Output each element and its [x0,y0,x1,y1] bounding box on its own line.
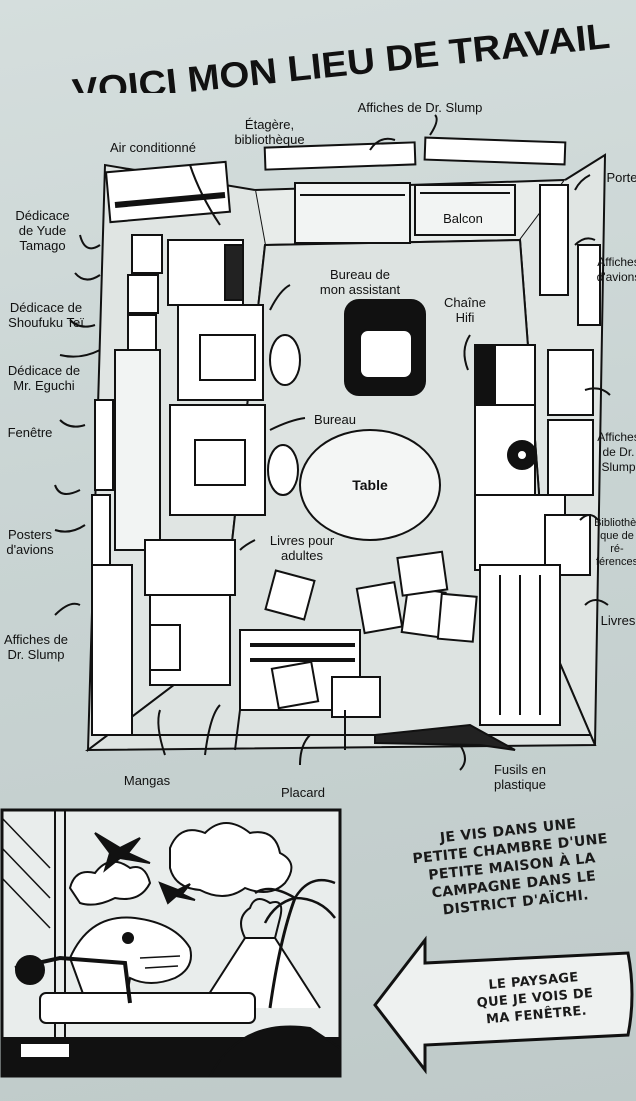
label-balcony: Balcon [443,211,483,226]
label-plane-posters-left: Posters d'avions [6,527,54,557]
poster-right-1 [539,184,569,296]
pterodactyl [158,881,196,905]
magazine [355,581,404,635]
cloud [169,822,293,897]
window-left [114,349,161,551]
air-conditioner [104,160,232,224]
label-mangas: Mangas [123,773,171,788]
label-slump-posters-left: Affiches de Dr. Slump [3,632,69,662]
label-assistant-desk: Bureau de mon assistant [319,267,401,297]
desk-lamp-base [39,992,256,1024]
dedication-eguchi [127,314,157,351]
dedication-shoufuku [127,274,159,314]
dinosaur-head [68,916,192,1015]
label-plane-posters-right: Affiches d'avions [596,255,636,284]
label-door: Porte [606,170,636,185]
magazine [264,569,316,621]
arrow-shape [373,935,634,1075]
page-title: VOICI MON LIEU DE TRAVAIL [60,8,620,112]
label-slump-posters-top: Affiches de Dr. Slump [357,100,483,115]
magazine [270,660,320,710]
label-reference-shelf: Bibliothè- que de ré- férences [594,517,636,568]
main-desk [169,404,266,516]
label-window: Fenêtre [7,425,53,440]
poster-left-2 [91,494,111,566]
magazine-stack [331,676,381,718]
poster-right-2 [577,244,601,326]
label-dedication-shoufuku: Dédicace de Shoufuku Teï [8,300,84,330]
label-closet: Placard [280,785,326,800]
room-floor-plan: Air conditionné Étagère, bibliothèque Af… [0,95,636,805]
caption-text: JE VIS DANS UNE PETITE CHAMBRE D'UNE PET… [411,816,609,919]
poster-left-3 [91,564,133,736]
label-dedication-yude: Dédicace de Yude Tamago [15,208,70,253]
pterodactyl [94,832,151,873]
magazine [436,592,478,643]
label-adult-books: Livres pour adultes [269,533,335,563]
poster-right-4 [547,419,594,496]
dedication-yude [131,234,163,274]
poster-top-1 [263,141,417,171]
toy-guns [374,723,516,751]
balcony-window [294,182,411,244]
poster-left-1 [94,399,114,491]
palm-tree [268,897,297,1009]
arrow-caption: LE PAYSAGE QUE JE VOIS DE MA FENÊTRE. [370,935,636,1075]
label-hifi: Chaîne Hifi [444,295,486,325]
label-toy-guns: Fusils en plastique [493,762,547,792]
landscape-drawing [0,808,342,1078]
label-air-conditioner: Air conditionné [110,140,196,155]
page-title-text: VOICI MON LIEU DE TRAVAIL [70,15,611,93]
label-dedication-eguchi: Dédicace de Mr. Eguchi [7,363,81,393]
poster-top-2 [423,136,567,166]
label-books: Livres [600,613,636,628]
adult-books-shelf [144,539,236,596]
room-drawing [54,114,611,771]
window-view-panel [0,808,345,1078]
cloud [68,860,152,906]
round-table [299,429,441,541]
label-slump-posters-right: Affiches de Dr. Slump [597,430,636,474]
volcano [199,937,321,1009]
poster-right-3 [547,349,594,416]
label-table: Table [352,477,388,493]
magazine [396,550,449,597]
label-shelf: Étagère, bibliothèque [234,117,305,147]
label-desk: Bureau [314,412,356,427]
